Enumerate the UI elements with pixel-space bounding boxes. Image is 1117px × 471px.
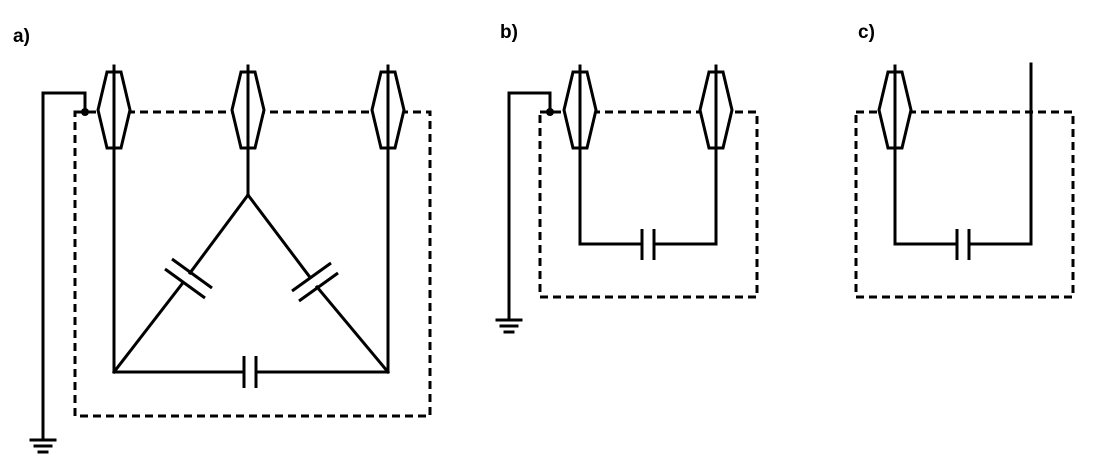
capacitor-icon <box>640 229 656 260</box>
bushing-icon <box>96 64 132 150</box>
panel-b: b) <box>495 22 759 334</box>
bushing-icon <box>370 64 406 150</box>
ground-icon <box>29 438 57 454</box>
capacitor-icon <box>955 229 971 260</box>
enclosure-b <box>538 110 759 299</box>
ground-connection-b <box>495 91 554 334</box>
ground-connection-a <box>29 91 89 454</box>
ground-junction-b <box>546 108 554 116</box>
panel-a: a) <box>13 26 432 454</box>
panel-c-label: c) <box>858 22 875 43</box>
capacitor-network-a <box>111 192 391 388</box>
bushing-icon <box>562 64 598 150</box>
capacitor-network-b <box>578 229 718 260</box>
bushing-icon <box>230 64 266 150</box>
panel-b-label: b) <box>500 22 518 43</box>
capacitor-icon <box>291 261 339 303</box>
ground-junction-a <box>81 108 89 116</box>
capacitor-icon <box>164 257 213 300</box>
bushing-icon <box>698 64 734 150</box>
panel-a-label: a) <box>13 26 30 47</box>
ground-lead-a <box>41 91 87 440</box>
capacitor-icon <box>242 356 258 388</box>
ground-lead-b <box>507 91 552 320</box>
panel-c: c) <box>854 22 1075 299</box>
enclosure-c <box>854 110 1075 299</box>
enclosure-a <box>73 110 432 418</box>
bushing-icon <box>877 64 913 150</box>
ground-icon <box>495 318 523 334</box>
capacitor-network-c <box>893 229 1033 260</box>
